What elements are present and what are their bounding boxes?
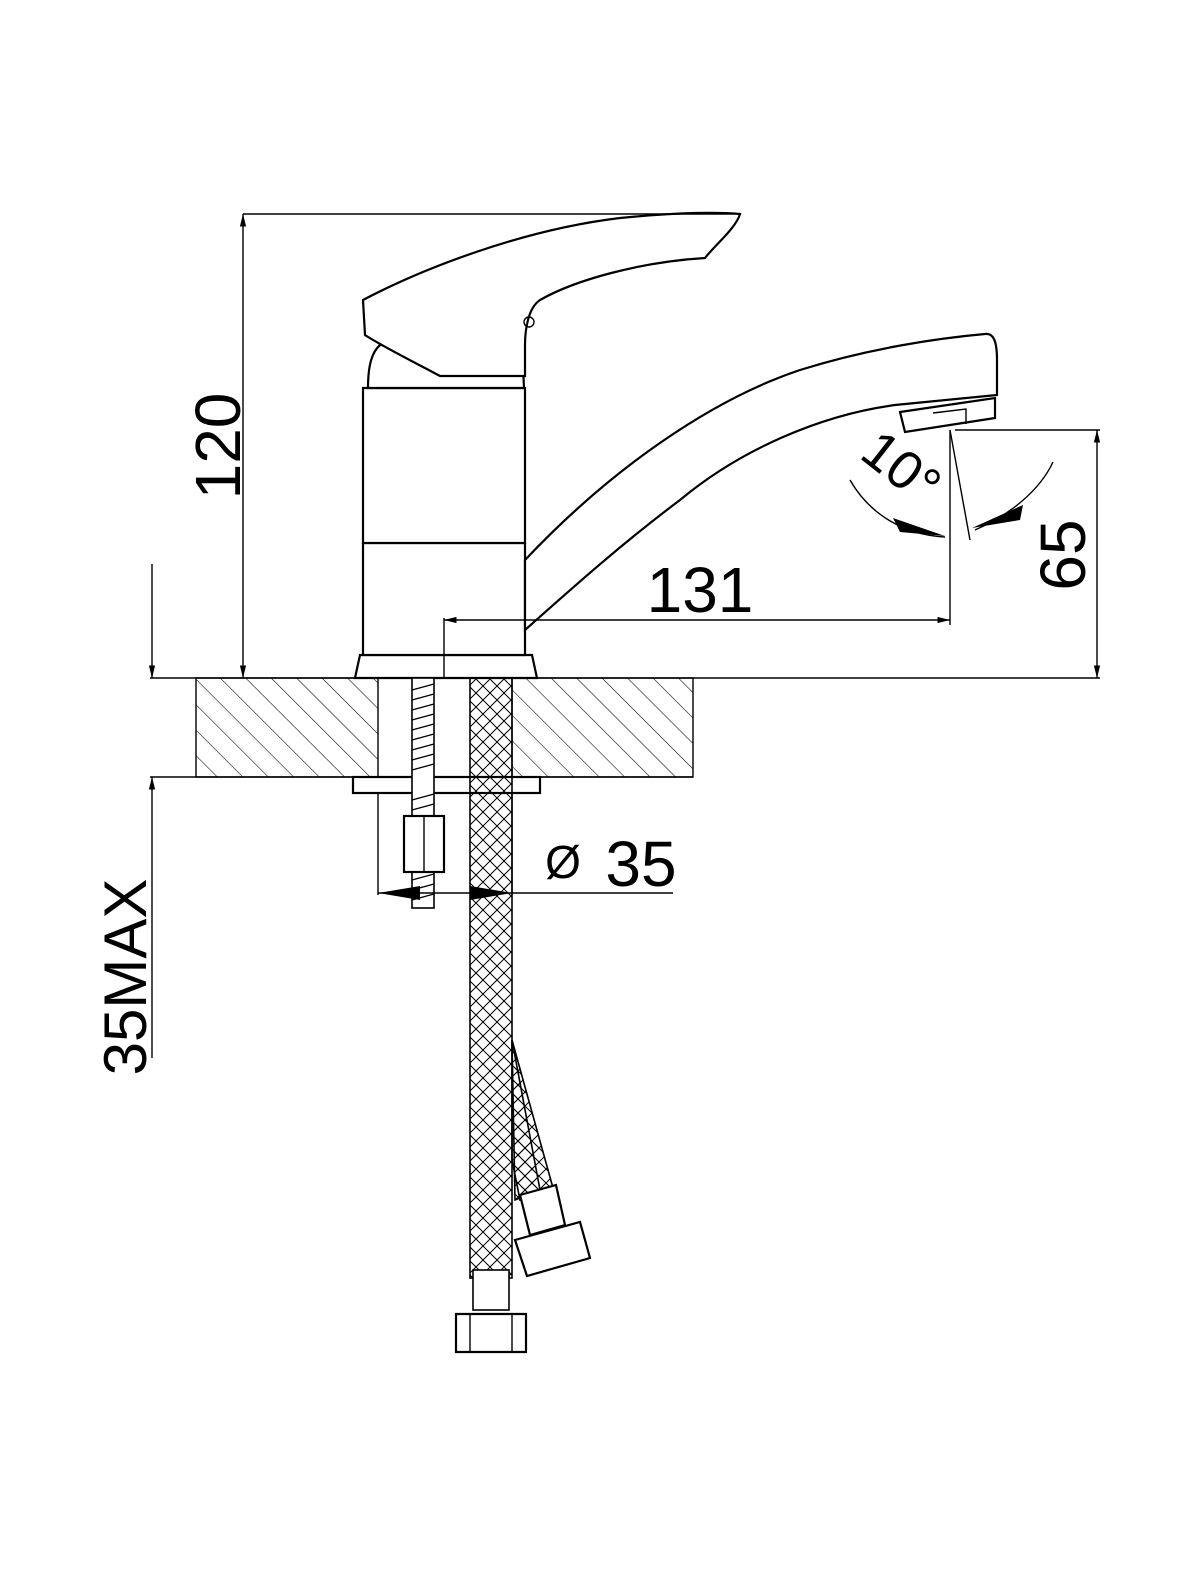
flexible-hose-left xyxy=(454,677,528,1354)
spout-height-label: 65 xyxy=(1027,519,1099,590)
thread-lines xyxy=(411,683,435,901)
lever-handle xyxy=(361,211,742,378)
diameter-label: 35 xyxy=(605,828,676,900)
dimension-height xyxy=(239,213,740,678)
countertop-section xyxy=(150,677,1100,778)
diameter-arrow-right-icon xyxy=(470,886,512,900)
dimension-diameter xyxy=(377,793,673,900)
angle-arrow-right-icon xyxy=(972,505,1023,528)
flexible-hose-right xyxy=(511,1039,592,1278)
height-label: 120 xyxy=(182,393,254,500)
angle-arrow-left-icon xyxy=(893,518,945,536)
dimension-reach xyxy=(443,430,951,678)
spout xyxy=(523,332,999,633)
max-thickness-label: 35MAX xyxy=(92,879,159,1076)
dimension-angle xyxy=(849,429,1054,541)
diameter-symbol-icon: Ø xyxy=(545,836,581,888)
faucet-body xyxy=(353,343,539,680)
reach-label: 131 xyxy=(647,554,754,626)
diameter-arrow-left-icon xyxy=(378,886,420,900)
dimension-spout-height xyxy=(955,429,1101,678)
